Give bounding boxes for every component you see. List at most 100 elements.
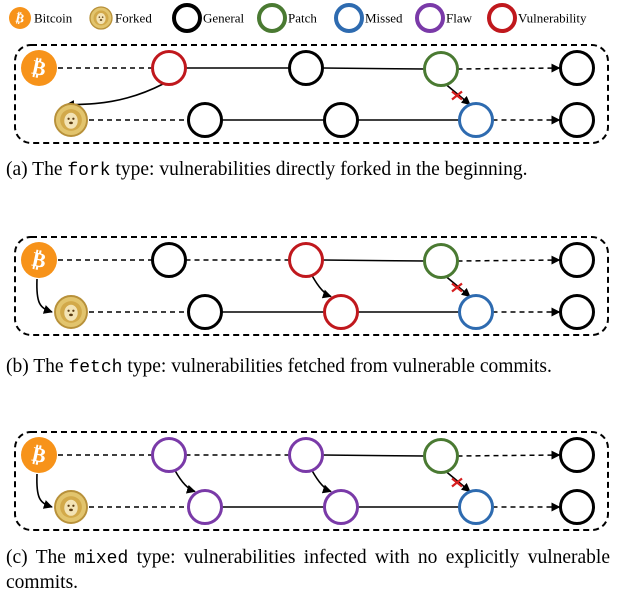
top-edge — [457, 63, 561, 73]
bitcoin-glyph: ₿ — [14, 10, 26, 26]
legend-swatch — [334, 3, 364, 33]
bitcoin-icon: ₿ — [21, 242, 57, 278]
caption-suffix: type: vulnerabilities directly forked in… — [110, 159, 528, 180]
panel-a: ₿ — [14, 44, 609, 144]
dogecoin-icon — [54, 103, 88, 137]
general-commit — [187, 294, 223, 330]
general-commit — [559, 489, 595, 525]
doge-face — [64, 499, 78, 516]
general-commit — [187, 102, 223, 138]
general-commit — [559, 50, 595, 86]
panel-frame — [14, 236, 609, 336]
general-commit — [559, 437, 595, 473]
bitcoin-coin — [21, 242, 57, 278]
bitcoin-glyph: ₿ — [30, 444, 48, 468]
fetch-arrow — [311, 275, 332, 299]
general-commit — [288, 50, 324, 86]
caption-a: (a) The fork type: vulnerabilities direc… — [6, 158, 610, 183]
legend-swatch — [487, 3, 517, 33]
dogecoin-icon — [54, 490, 88, 524]
doge-nose — [69, 313, 73, 317]
panel-c: ₿ — [14, 431, 609, 531]
caption-suffix: type: vulnerabilities fetched from vulne… — [122, 356, 552, 377]
missed-commit — [458, 102, 494, 138]
doge-face — [64, 304, 78, 321]
doge-nose — [69, 508, 73, 512]
general-commit — [559, 242, 595, 278]
panel-frame — [14, 431, 609, 531]
caption-code: mixed — [74, 549, 129, 569]
fork-arrow — [36, 473, 53, 509]
legend-swatch — [257, 3, 287, 33]
bitcoin-icon: ₿ — [21, 437, 57, 473]
panels: ₿ ₿ ₿ — [14, 44, 609, 531]
fetch-arrow — [174, 470, 196, 494]
panel-b: ₿ — [14, 236, 609, 336]
caption-code: fork — [67, 161, 111, 181]
doge-eye — [67, 117, 70, 120]
doge-eye — [67, 309, 70, 312]
vulnerability-commit — [323, 294, 359, 330]
doge-eye — [72, 309, 75, 312]
legend-label: Flaw — [446, 11, 473, 26]
patch-commit — [423, 51, 459, 87]
caption-c: (c) The mixed type: vulnerabilities infe… — [6, 546, 610, 594]
patch-commit — [423, 243, 459, 279]
legend-item: General — [172, 3, 245, 33]
bitcoin-coin — [21, 50, 57, 86]
flaw-commit — [288, 437, 324, 473]
legend-item: ₿ Bitcoin — [9, 7, 73, 29]
bitcoin-coin — [9, 7, 31, 29]
legend-label: Vulnerability — [518, 11, 587, 26]
top-edge — [322, 454, 425, 457]
legend-label: General — [203, 11, 245, 26]
flaw-commit — [187, 489, 223, 525]
doge-face — [64, 112, 78, 129]
legend-item: Forked — [89, 6, 152, 30]
top-edge — [322, 259, 425, 262]
general-commit — [151, 242, 187, 278]
doge-nose — [69, 121, 73, 125]
legend-label: Bitcoin — [34, 11, 73, 26]
legend-label: Missed — [365, 11, 403, 26]
caption-prefix: (b) The — [6, 356, 69, 377]
caption-code: fetch — [68, 358, 123, 378]
fork-arrow — [65, 83, 164, 110]
legend: ₿ Bitcoin Forked General Patch Missed Flaw Vuln… — [9, 3, 587, 33]
general-commit — [559, 294, 595, 330]
legend-item: Missed — [334, 3, 403, 33]
cross-mark-icon — [451, 90, 463, 101]
legend-swatch — [415, 3, 445, 33]
doge-eye — [72, 504, 75, 507]
bitcoin-icon: ₿ — [9, 7, 31, 29]
vulnerability-commit — [151, 50, 187, 86]
dogecoin-icon — [89, 6, 113, 30]
caption-prefix: (c) The — [6, 547, 75, 568]
doge-eye — [98, 16, 101, 18]
legend-label: Patch — [288, 11, 317, 26]
vulnerability-commit — [288, 242, 324, 278]
general-commit — [559, 102, 595, 138]
top-edge — [457, 255, 561, 265]
caption-suffix: type: vulnerabilities infected with no e… — [6, 547, 611, 593]
patch-commit — [423, 438, 459, 474]
dogecoin-icon — [54, 295, 88, 329]
cross-mark-icon — [451, 477, 463, 488]
fetch-arrow — [311, 470, 332, 494]
panel-frame — [14, 44, 609, 144]
doge-eye — [72, 117, 75, 120]
general-commit — [323, 102, 359, 138]
flaw-commit — [151, 437, 187, 473]
legend-swatch — [172, 3, 202, 33]
caption-b: (b) The fetch type: vulnerabilities fetc… — [6, 355, 610, 380]
legend-item: Vulnerability — [487, 3, 587, 33]
bitcoin-coin — [21, 437, 57, 473]
legend-item: Flaw — [415, 3, 473, 33]
bitcoin-glyph: ₿ — [30, 57, 48, 81]
doge-nose — [99, 19, 103, 21]
doge-eye — [67, 504, 70, 507]
missed-commit — [458, 489, 494, 525]
bitcoin-icon: ₿ — [21, 50, 57, 86]
top-edge — [457, 450, 561, 460]
